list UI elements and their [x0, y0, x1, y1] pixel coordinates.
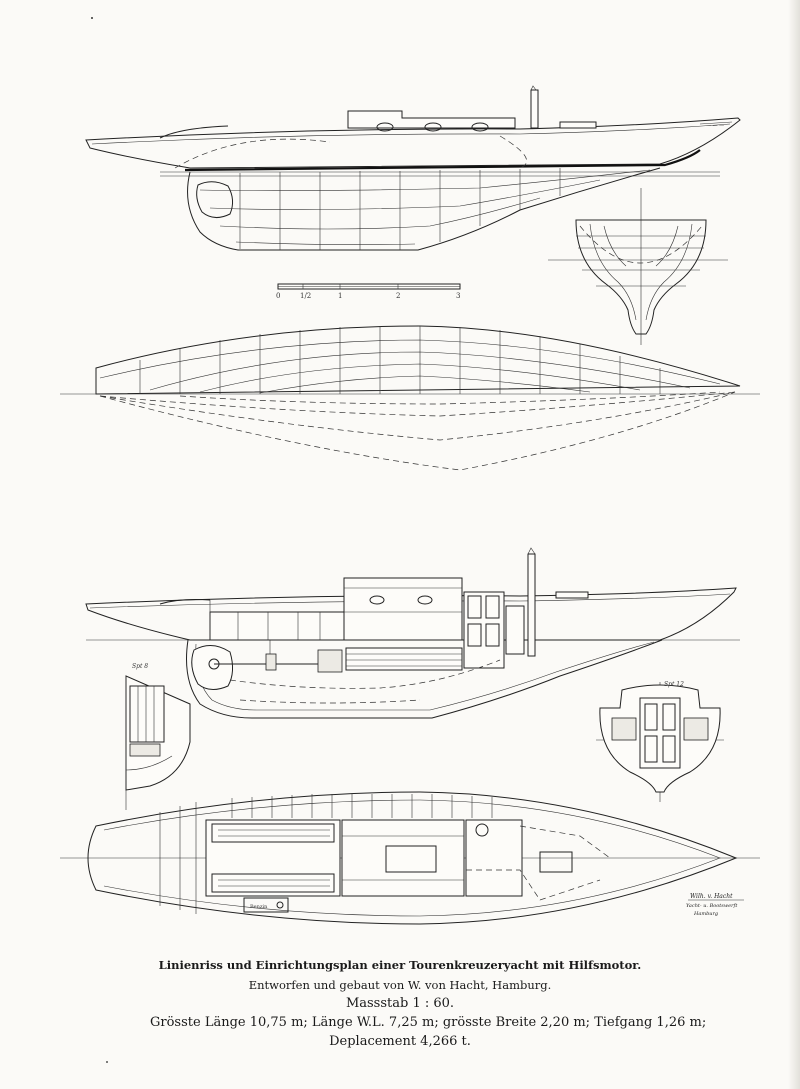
- svg-text:— — —: — — —: [706, 123, 724, 129]
- scale-tick-3: 3: [456, 292, 460, 300]
- builder-signature: Wilh. v. Hacht Yacht- u. Bootswerft Hamb…: [686, 893, 744, 917]
- scale-tick-1: 1: [338, 292, 342, 300]
- caption-title: Linienriss und Einrichtungsplan einer To…: [158, 958, 642, 972]
- section-right-label: Spt 12: [664, 681, 684, 688]
- caption-scale: Massstab 1 : 60.: [345, 996, 455, 1011]
- section-right: Spt 12: [596, 681, 724, 802]
- caption-dimensions: Grösste Länge 10,75 m; Länge W.L. 7,25 m…: [150, 1015, 707, 1030]
- half-breadth-plan: [60, 325, 760, 471]
- caption-subtitle: Entworfen und gebaut von W. von Hacht, H…: [248, 978, 552, 992]
- inboard-profile: [85, 547, 740, 719]
- accommodation-plan: Benzin: [60, 791, 760, 925]
- scale-tick-0: 0: [276, 292, 280, 300]
- page-edge-shadow: [788, 0, 800, 1089]
- body-plan-top: [548, 188, 728, 345]
- scale-tick-half: 1/2: [300, 292, 311, 300]
- scale-tick-2: 2: [396, 292, 400, 300]
- lines-plan-profile: — — —: [85, 85, 741, 251]
- benzin-label: Benzin: [250, 904, 268, 910]
- signature-line-3: Hamburg: [693, 911, 718, 917]
- signature-line-2: Yacht- u. Bootswerft: [686, 903, 738, 909]
- scale-bar: 0 1/2 1 2 3: [276, 283, 461, 300]
- caption-block: Linienriss und Einrichtungsplan einer To…: [150, 958, 707, 1049]
- section-left: Spt 8: [125, 663, 191, 810]
- signature-line-1: Wilh. v. Hacht: [690, 893, 733, 900]
- section-left-label: Spt 8: [132, 663, 148, 670]
- caption-displacement: Deplacement 4,266 t.: [329, 1034, 471, 1049]
